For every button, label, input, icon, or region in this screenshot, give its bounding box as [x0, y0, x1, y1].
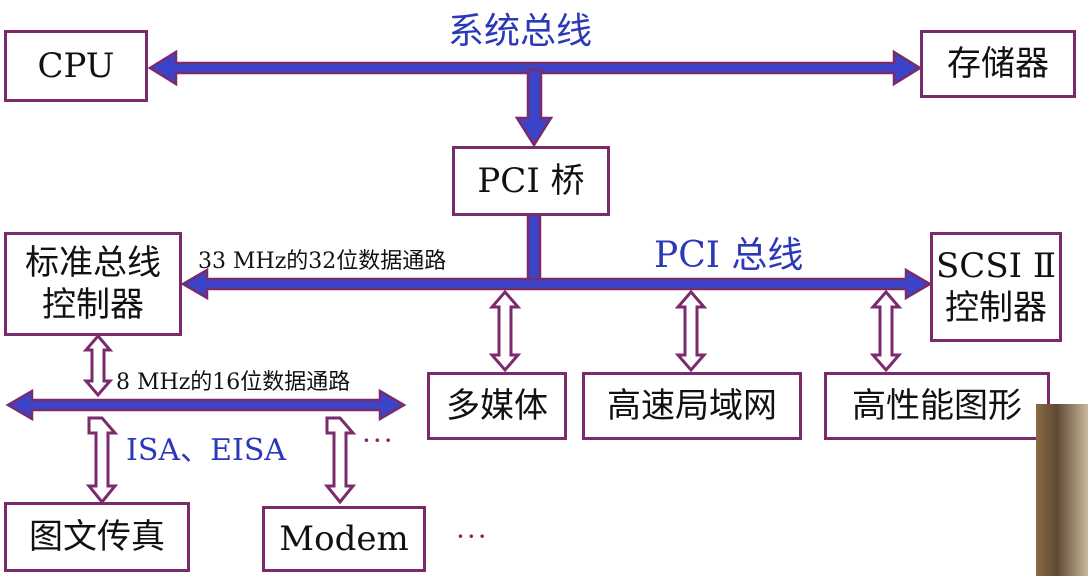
modem-box: Modem: [262, 506, 426, 572]
std-bus-controller-line2: 控制器: [42, 285, 144, 325]
isa-bus-arrow: [5, 388, 407, 422]
isa-speed-label: 8 MHz的16位数据通路: [116, 370, 351, 395]
scsi-controller-box: SCSI Ⅱ 控制器: [930, 232, 1062, 342]
system-bus-title: 系统总线: [448, 11, 593, 52]
isa-to-fax-arrow: [85, 416, 119, 505]
bridge-down-arrow: [514, 68, 554, 148]
fax-box: 图文传真: [4, 502, 190, 572]
pci-to-multimedia-arrow: [488, 289, 522, 373]
multimedia-box: 多媒体: [427, 372, 567, 440]
lan-label: 高速局域网: [607, 385, 777, 426]
presenter-photo: [1036, 404, 1088, 576]
pci-bus-title: PCI 总线: [654, 235, 804, 276]
pci-to-graphics-arrow: [869, 289, 903, 373]
memory-box: 存储器: [920, 30, 1076, 98]
graphics-label: 高性能图形: [852, 385, 1022, 426]
isa-ellipsis: ···: [362, 424, 395, 457]
std-ctrl-to-isa-arrow: [82, 333, 114, 398]
memory-label: 存储器: [947, 43, 1049, 84]
cpu-box: CPU: [4, 30, 148, 102]
cpu-label: CPU: [37, 45, 115, 86]
bridge-to-pci-line: [526, 211, 542, 287]
fax-label: 图文传真: [29, 516, 165, 557]
pci-bridge-box: PCI 桥: [452, 146, 610, 216]
isa-bus-title: ISA、EISA: [126, 433, 287, 468]
multimedia-label: 多媒体: [446, 385, 548, 426]
pci-bridge-label: PCI 桥: [477, 160, 585, 201]
isa-to-modem-arrow: [323, 416, 357, 505]
scsi-controller-line1: SCSI Ⅱ: [936, 245, 1056, 286]
pci-to-lan-arrow: [674, 289, 708, 373]
scsi-controller-line2: 控制器: [945, 288, 1047, 328]
modem-label: Modem: [279, 518, 409, 559]
bottom-ellipsis: ···: [456, 520, 489, 553]
std-bus-controller-line1: 标准总线: [25, 242, 161, 283]
pci-speed-label: 33 MHz的32位数据通路: [198, 249, 447, 274]
lan-box: 高速局域网: [582, 372, 802, 440]
std-bus-controller-box: 标准总线 控制器: [4, 232, 182, 336]
graphics-box: 高性能图形: [824, 372, 1050, 440]
